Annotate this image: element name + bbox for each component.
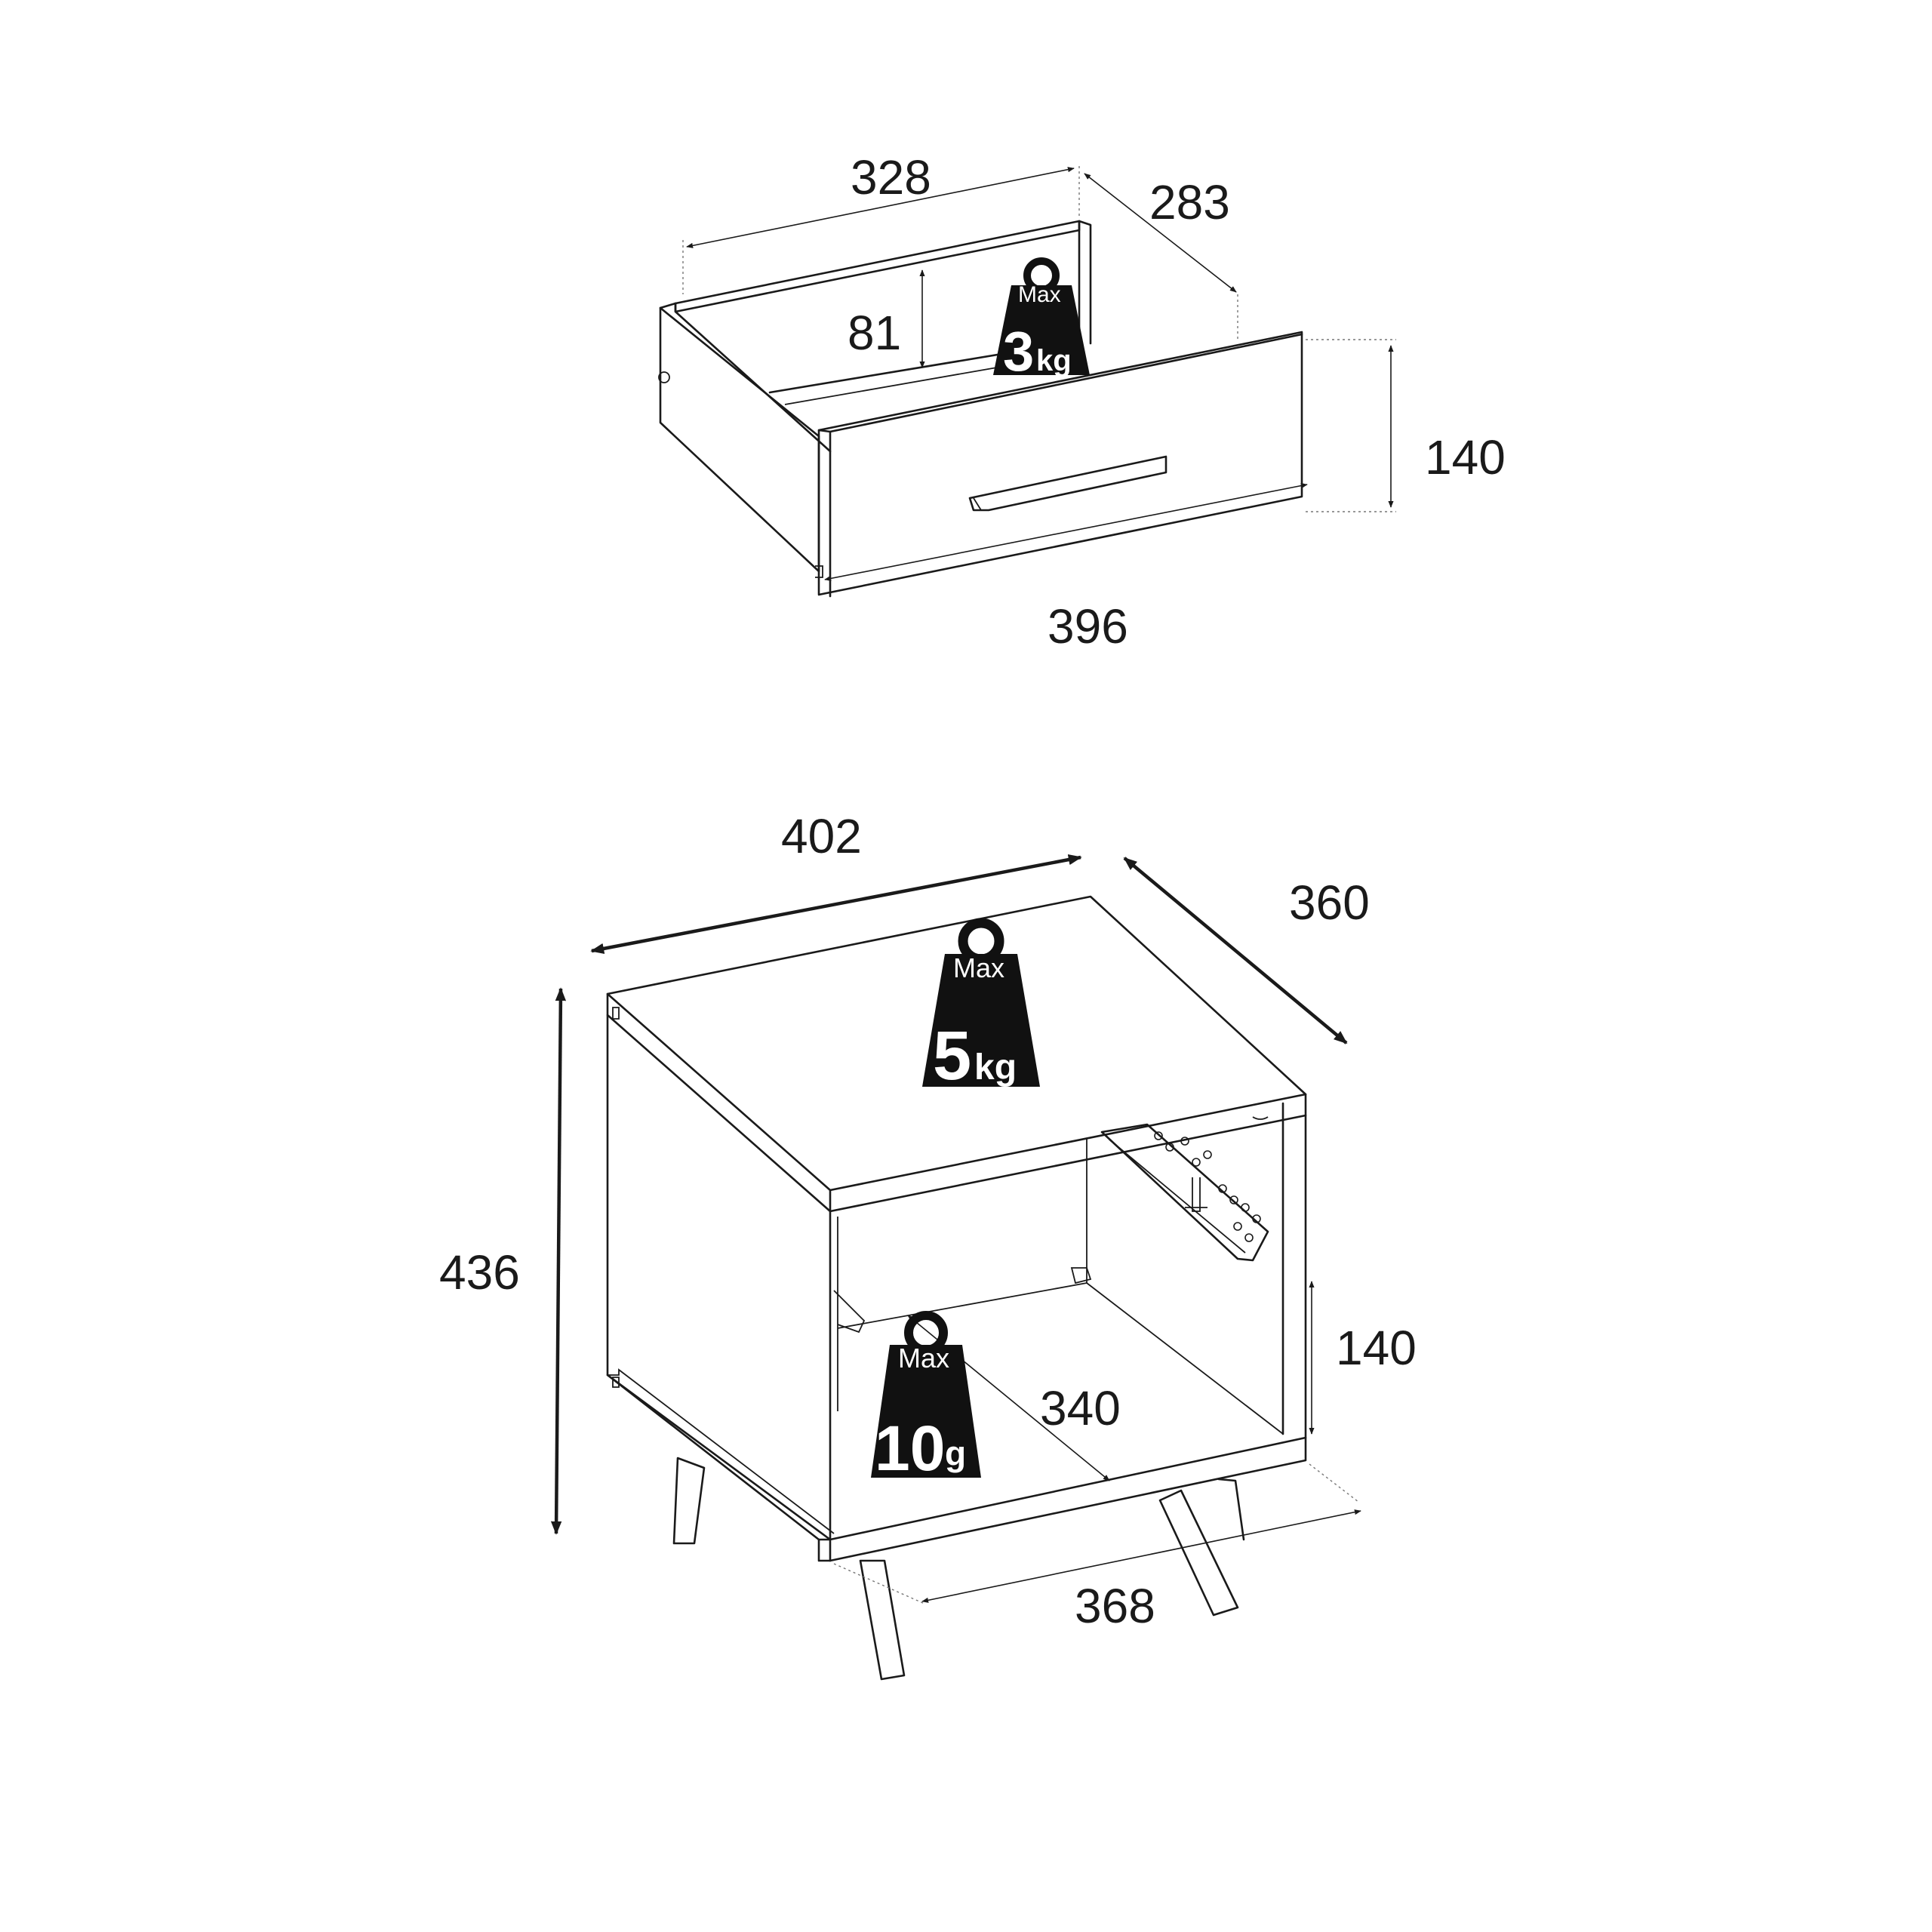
shelf-max-load-unit: g <box>945 1434 966 1473</box>
nightstand-base-width-label: 368 <box>1075 1579 1155 1633</box>
top-max-load-unit: kg <box>974 1048 1017 1088</box>
top-max-load-value: 5 <box>933 1017 971 1094</box>
drawer-illustration <box>658 220 1303 598</box>
nightstand-opening-height-label: 140 <box>1336 1321 1417 1375</box>
nightstand-depth-label: 360 <box>1289 875 1370 930</box>
top-max-load-label: Max <box>953 952 1004 983</box>
drawer-max-load-value: 3 <box>1003 320 1034 383</box>
drawer-max-load-icon: Max 3 kg <box>993 257 1090 383</box>
drawer-front-height-label: 140 <box>1425 430 1506 485</box>
nightstand-illustration <box>606 895 1307 1681</box>
nightstand-dimensions: 402 360 436 140 340 368 <box>439 809 1417 1633</box>
shelf-max-load-value: 10 <box>875 1413 945 1484</box>
nightstand-width-label: 402 <box>781 809 862 863</box>
shelf-max-load-label: Max <box>898 1343 949 1374</box>
drawer-inner-height-label: 81 <box>848 306 901 360</box>
top-max-load-icon: Max 5 kg <box>922 918 1040 1094</box>
drawer-dimensions: 328 283 81 140 396 <box>682 150 1506 654</box>
drawer-max-load-label: Max <box>1018 282 1061 307</box>
nightstand-height-label: 436 <box>439 1245 520 1300</box>
shelf-max-load-icon: Max 10 g <box>871 1311 981 1484</box>
drawer-depth-label: 283 <box>1149 175 1230 229</box>
nightstand-inner-depth-label: 340 <box>1040 1381 1121 1435</box>
drawer-front-width-label: 396 <box>1048 599 1128 654</box>
drawer-width-label: 328 <box>851 150 931 205</box>
drawer-max-load-unit: kg <box>1036 344 1072 377</box>
